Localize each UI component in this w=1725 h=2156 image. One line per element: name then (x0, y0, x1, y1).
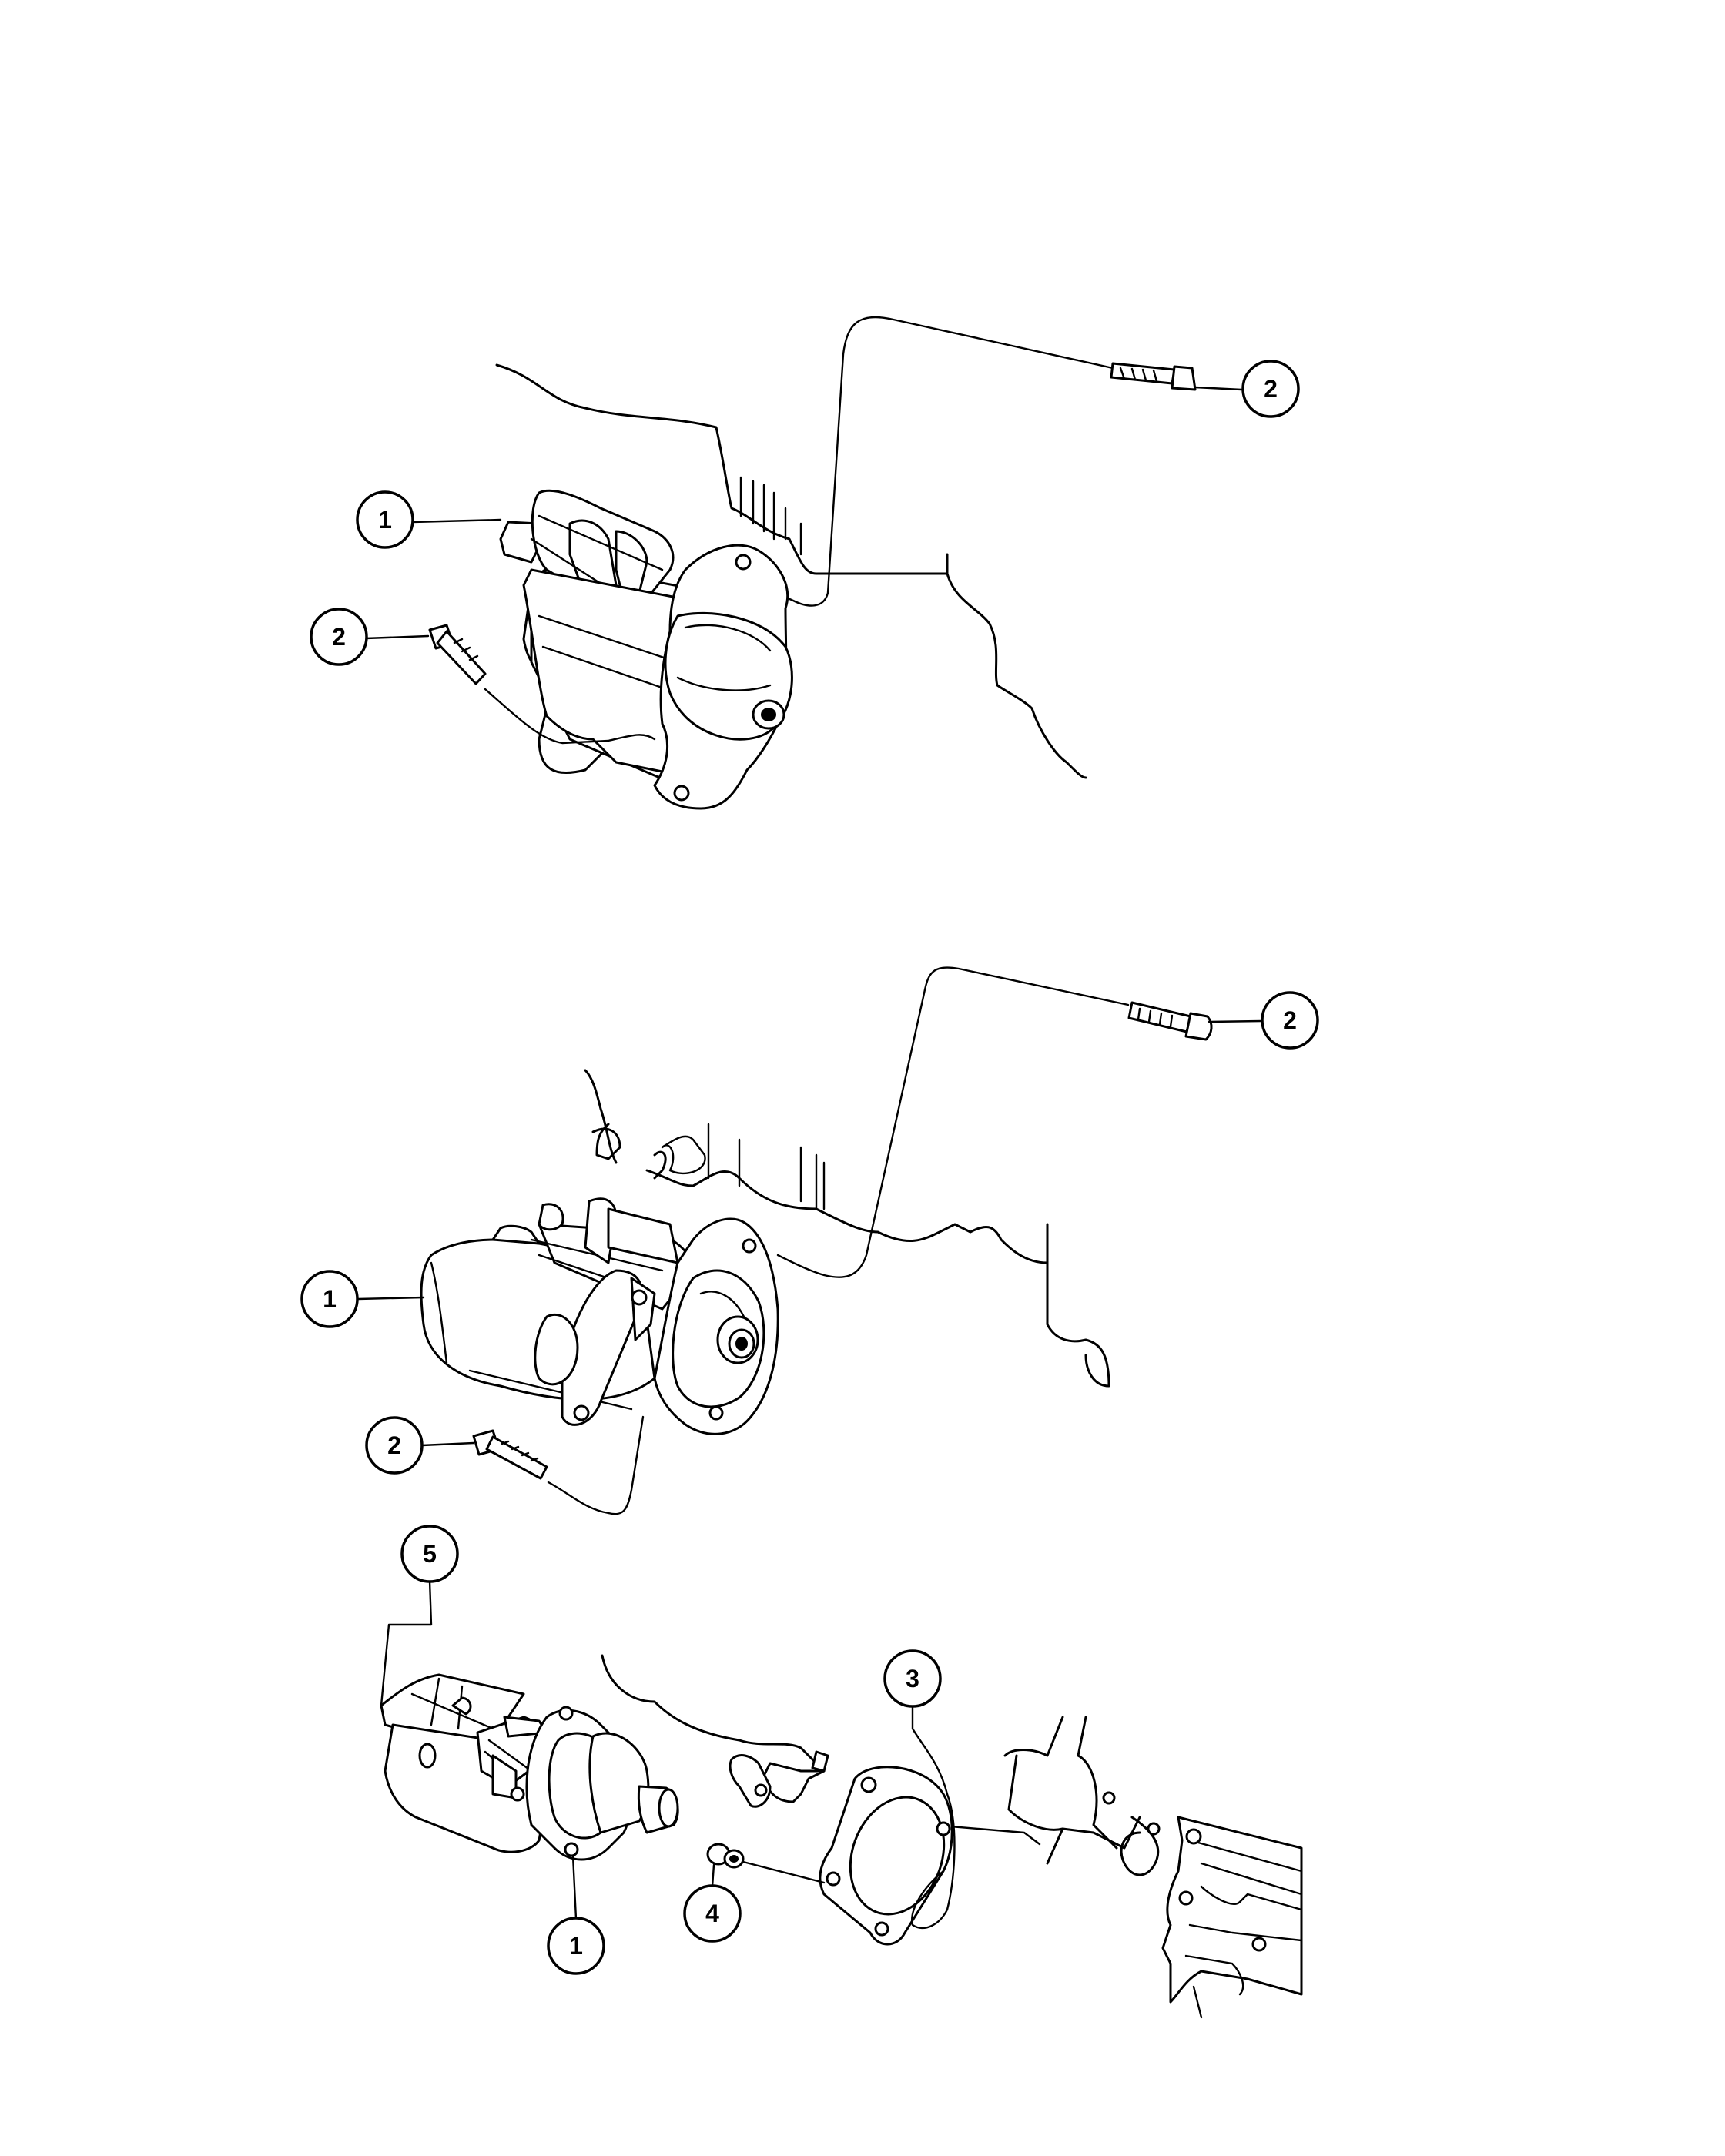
bottom-assembly-view (380, 1579, 1303, 2019)
mid-leader-upper-bolt (776, 966, 1130, 1278)
bot-gasket (819, 1766, 953, 1946)
callout-label: 1 (378, 506, 392, 534)
callout-label: 2 (387, 1431, 401, 1459)
callout-top-2b: 2 (310, 608, 368, 666)
callout-bot-1: 1 (547, 1917, 605, 1975)
top-lower-bolt (428, 624, 487, 685)
callout-label: 2 (332, 623, 346, 651)
callout-label: 2 (1264, 375, 1278, 403)
top-upper-bolt (1110, 362, 1197, 391)
middle-assembly-view (357, 966, 1263, 1515)
callout-label: 3 (906, 1665, 919, 1692)
bot-callout-1-leader (571, 1854, 578, 1920)
callout-label: 5 (423, 1540, 437, 1568)
callout-mid-1: 1 (300, 1270, 359, 1328)
bot-alignment-line (930, 1823, 1041, 1846)
top-assembly-view (364, 316, 1243, 810)
top-callout-1-leader (410, 518, 502, 524)
mid-lower-bolt (472, 1429, 548, 1480)
callout-label: 4 (705, 1900, 719, 1927)
mid-engine-block-outline (584, 1069, 1110, 1388)
top-leader-upper-bolt (757, 316, 1114, 607)
callout-label: 1 (569, 1932, 583, 1960)
bot-callout-5-leader (380, 1579, 433, 1707)
bot-transmission-case (1161, 1816, 1303, 2004)
top-engine-ribs (739, 476, 802, 556)
callout-bot-5: 5 (400, 1525, 459, 1583)
bot-starter-motor (380, 1673, 679, 1861)
callout-top-2a: 2 (1241, 360, 1300, 418)
top-starter-motor (499, 489, 793, 810)
bot-transmission-case-detail (1184, 1839, 1303, 2019)
top-leader-lower-bolt (484, 688, 656, 745)
bot-transmission-housing (1003, 1716, 1160, 1876)
callout-bot-3: 3 (883, 1649, 942, 1708)
bot-engine-stud (811, 1750, 829, 1773)
top-callout-2a-leader (1194, 386, 1243, 391)
mid-callout-1-leader (357, 1296, 425, 1301)
mid-starter-motor (420, 1197, 779, 1435)
top-engine-block-outline (495, 363, 1087, 779)
mid-upper-bolt (1127, 1001, 1213, 1041)
mid-engine-bracket (661, 1135, 706, 1175)
callout-label: 1 (323, 1285, 337, 1313)
mid-callout-2b-leader (420, 1441, 475, 1447)
bot-dowel-leader (742, 1860, 826, 1884)
mid-callout-2a-leader (1208, 1019, 1263, 1023)
bot-dowel-pin (706, 1843, 745, 1869)
callout-mid-2a: 2 (1261, 991, 1319, 1050)
mid-engine-ribs (707, 1123, 826, 1210)
callout-bot-4: 4 (683, 1884, 742, 1943)
callout-mid-2b: 2 (365, 1416, 424, 1475)
callout-label: 2 (1283, 1006, 1297, 1034)
bot-callout-4-leader (711, 1863, 715, 1888)
top-callout-2b-leader (364, 634, 430, 640)
callout-top-1: 1 (356, 490, 414, 549)
bot-callout-3-leader (911, 1704, 956, 1930)
mid-leader-lower-bolt (547, 1415, 645, 1515)
bot-engine-bracket (729, 1754, 772, 1808)
